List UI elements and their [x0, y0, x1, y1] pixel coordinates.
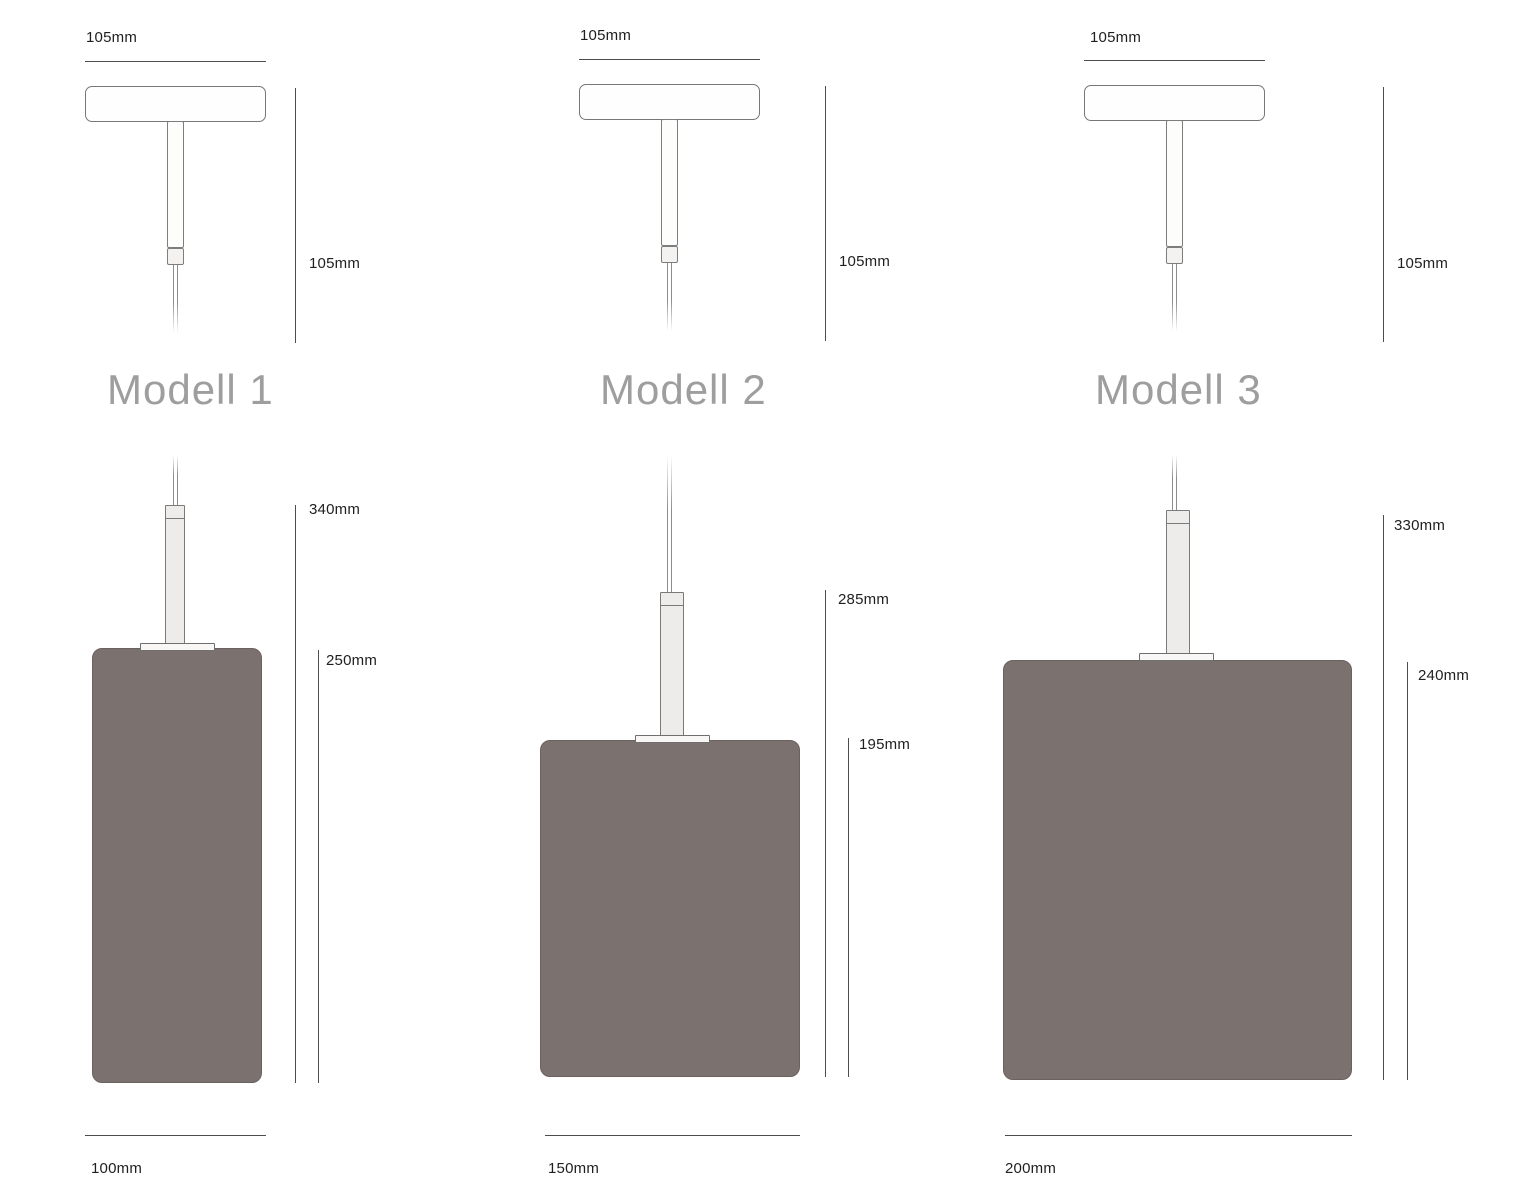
ceiling-canopy [85, 86, 266, 122]
lamp-shade [92, 648, 262, 1083]
model-name-label: Modell 1 [107, 366, 274, 413]
suspension-cable-upper [173, 265, 178, 333]
suspension-height-label: 105mm [1397, 255, 1449, 272]
shade-height-dimension-line [848, 738, 849, 1077]
suspension-height-label: 105mm [309, 255, 361, 272]
canopy-width-dimension-line [579, 59, 760, 60]
overall-height-dimension-line [295, 505, 296, 1083]
suspension-height-dimension-line [1383, 87, 1384, 342]
canopy-stem-collar [167, 248, 184, 265]
suspension-cable-upper [667, 263, 672, 331]
ceiling-canopy [579, 84, 760, 120]
shade-width-dimension-line [1005, 1135, 1352, 1136]
canopy-width-dimension-line [85, 61, 266, 62]
canopy-width-label: 105mm [580, 27, 632, 44]
canopy-stem [167, 121, 184, 248]
shade-stem [165, 505, 185, 648]
overall-height-label: 340mm [309, 501, 361, 518]
overall-height-label: 330mm [1394, 517, 1446, 534]
ceiling-canopy [1084, 85, 1265, 121]
shade-width-dimension-line [85, 1135, 266, 1136]
shade-mount-flange [140, 643, 215, 651]
lamp-shade [540, 740, 800, 1077]
shade-height-label: 240mm [1418, 667, 1470, 684]
canopy-width-label: 105mm [1090, 29, 1142, 46]
shade-height-dimension-line [318, 650, 319, 1083]
suspension-cable-lower [1172, 455, 1177, 512]
suspension-height-dimension-line [825, 86, 826, 341]
overall-height-dimension-line [825, 590, 826, 1077]
suspension-height-label: 105mm [839, 253, 891, 270]
canopy-stem [661, 119, 678, 246]
lamp-shade [1003, 660, 1352, 1080]
overall-height-label: 285mm [838, 591, 890, 608]
shade-stem [1166, 510, 1190, 658]
canopy-width-label: 105mm [86, 29, 138, 46]
canopy-width-dimension-line [1084, 60, 1265, 61]
overall-height-dimension-line [1383, 515, 1384, 1080]
shade-width-dimension-line [545, 1135, 800, 1136]
shade-stem [660, 592, 684, 740]
model-name-label: Modell 3 [1095, 366, 1262, 413]
suspension-cable-lower [667, 455, 672, 592]
model-name-label: Modell 2 [600, 366, 767, 413]
suspension-cable-lower [173, 455, 178, 507]
shade-mount-flange [635, 735, 710, 743]
suspension-height-dimension-line [295, 88, 296, 343]
shade-width-label: 100mm [91, 1160, 143, 1177]
shade-height-label: 195mm [859, 736, 911, 753]
canopy-stem-collar [1166, 247, 1183, 264]
shade-width-label: 150mm [548, 1160, 600, 1177]
shade-width-label: 200mm [1005, 1160, 1057, 1177]
shade-height-label: 250mm [326, 652, 378, 669]
shade-height-dimension-line [1407, 662, 1408, 1080]
canopy-stem [1166, 120, 1183, 247]
shade-mount-flange [1139, 653, 1214, 661]
canopy-stem-collar [661, 246, 678, 263]
suspension-cable-upper [1172, 264, 1177, 332]
